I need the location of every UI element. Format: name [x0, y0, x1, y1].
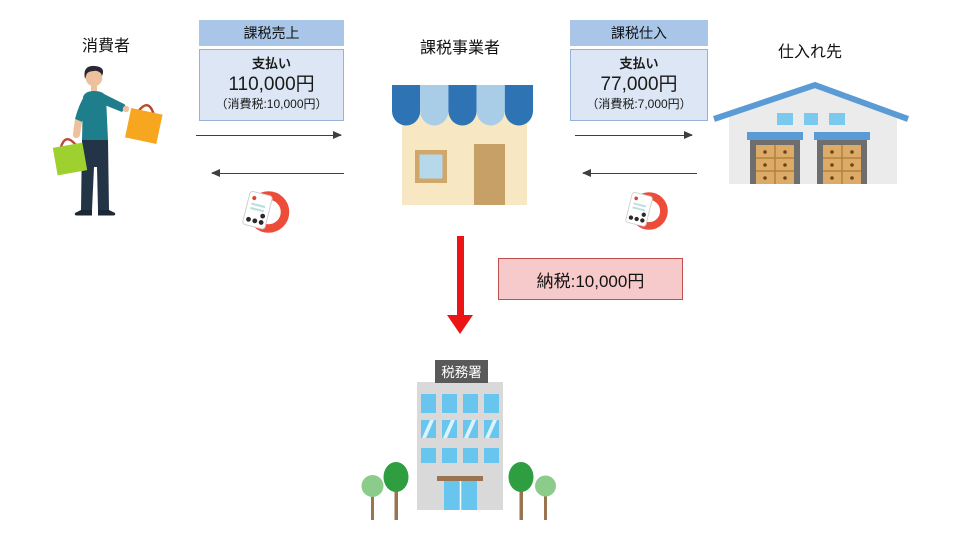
government-building-icon: 税務署: [361, 360, 556, 520]
arrow-left-head: [582, 169, 591, 177]
cash-register-icon: [625, 192, 668, 230]
cash-register-icon: [242, 191, 290, 233]
sales-box-header: 課税売上: [199, 20, 344, 46]
warehouse-icon: [713, 81, 910, 184]
arrow-business-to-supplier: [575, 131, 693, 140]
arrow-left-head: [211, 169, 220, 177]
tax-arrow-shaft: [457, 236, 464, 316]
sales-box-body: 支払い 110,000円 （消費税:10,000円）: [199, 49, 344, 121]
tax-arrow-head: [447, 315, 473, 334]
tax-payment-label: 納税:10,000円: [536, 271, 645, 291]
tax-payment-box: 納税:10,000円: [498, 258, 683, 300]
sales-tax-note: （消費税:10,000円）: [215, 97, 328, 111]
arrow-line: [212, 172, 344, 175]
sales-box: 課税売上 支払い 110,000円 （消費税:10,000円）: [199, 20, 344, 121]
sales-payment-label: 支払い: [251, 56, 291, 71]
tax-office-sign: 税務署: [441, 365, 482, 380]
arrow-business-to-consumer: [211, 169, 344, 178]
store-icon: [392, 85, 533, 205]
consumer-label: 消費者: [81, 38, 130, 55]
shopping-person-icon: [52, 65, 163, 216]
purchase-amount: 77,000円: [600, 74, 678, 95]
purchase-box-body: 支払い 77,000円 （消費税:7,000円）: [570, 49, 708, 121]
purchase-box-header: 課税仕入: [570, 20, 708, 46]
purchase-tax-note: （消費税:7,000円）: [586, 97, 692, 111]
arrow-line: [196, 134, 341, 137]
arrow-line: [583, 172, 697, 175]
supplier-label: 仕入れ先: [777, 44, 842, 61]
arrow-right-head: [684, 131, 693, 139]
sales-amount: 110,000円: [228, 74, 315, 95]
arrow-consumer-to-business: [196, 131, 342, 140]
arrow-right-head: [333, 131, 342, 139]
purchase-payment-label: 支払い: [619, 56, 659, 71]
purchase-box: 課税仕入 支払い 77,000円 （消費税:7,000円）: [570, 20, 708, 121]
arrow-line: [575, 134, 692, 137]
arrow-supplier-to-business: [582, 169, 697, 178]
business-label: 課税事業者: [419, 40, 500, 57]
